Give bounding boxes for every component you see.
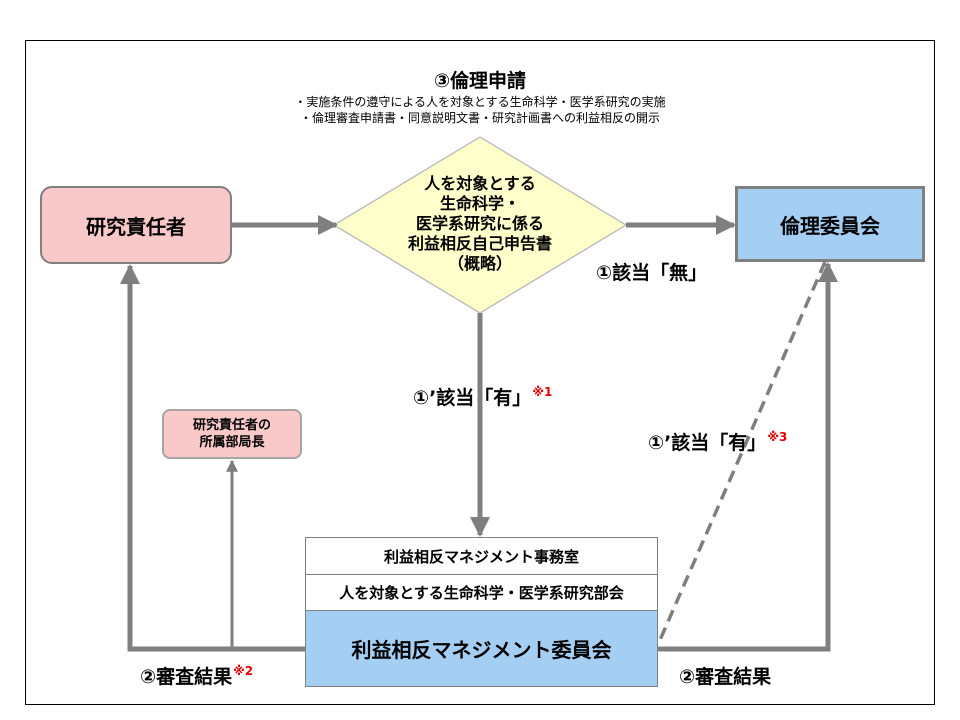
diagram-frame	[25, 40, 935, 705]
declaration-line-2: 生命科学・	[439, 194, 520, 213]
ethics-application-title: ③倫理申請	[433, 70, 527, 92]
declaration-label: 人を対象とする 生命科学・ 医学系研究に係る 利益相反自己申告書 （概略）	[380, 174, 580, 274]
note-mark-1: ※1	[532, 385, 553, 399]
arrow-result-to-researcher	[120, 264, 305, 652]
ethics-application-note-2: ・倫理審査申請書・同意説明文書・研究計画書への利益相反の開示	[299, 111, 660, 125]
note-mark-2: ※2	[233, 664, 254, 678]
researcher-node: 研究責任者	[40, 186, 232, 264]
edge-label-result-left-text: ②審査結果	[140, 666, 233, 688]
note-mark-3: ※3	[767, 430, 788, 444]
coi-subcommittee-label: 人を対象とする生命科学・医学系研究部会	[339, 584, 624, 602]
dashed-link-ethics-to-coi-committee	[658, 261, 827, 641]
dept-head-label-line-2: 所属部局長	[199, 435, 265, 450]
arrow-result-to-ethics-committee	[658, 262, 838, 652]
edge-label-yes-3: ①’該当「有」※3	[648, 428, 787, 455]
coi-office-node: 利益相反マネジメント事務室	[305, 537, 658, 575]
coi-committee-node: 利益相反マネジメント委員会	[305, 611, 658, 687]
ethics-committee-label: 倫理委員会	[780, 213, 880, 238]
edge-label-result-right: ②審査結果	[679, 666, 772, 688]
edge-label-yes-1: ①’該当「有」※1	[413, 383, 552, 410]
declaration-line-5: （概略）	[447, 254, 512, 273]
declaration-line-4: 利益相反自己申告書	[407, 234, 552, 253]
edge-label-yes-3-text: ①’該当「有」	[648, 432, 767, 454]
coi-subcommittee-node: 人を対象とする生命科学・医学系研究部会	[305, 575, 658, 611]
declaration-line-3: 医学系研究に係る	[415, 214, 544, 233]
declaration-line-1: 人を対象とする	[424, 174, 536, 193]
coi-office-label: 利益相反マネジメント事務室	[383, 547, 579, 566]
ethics-committee-node: 倫理委員会	[735, 186, 925, 262]
edge-label-yes-1-text: ①’該当「有」	[413, 387, 532, 409]
edge-label-result-left: ②審査結果※2	[140, 662, 253, 689]
dept-head-node: 研究責任者の 所属部局長	[162, 409, 302, 459]
coi-committee-label: 利益相反マネジメント委員会	[351, 638, 612, 662]
ethics-application-note-1: ・実施条件の遵守による人を対象とする生命科学・医学系研究の実施	[294, 95, 666, 109]
dept-head-label-line-1: 研究責任者の	[192, 418, 271, 433]
researcher-label: 研究責任者	[86, 214, 186, 239]
edge-label-none: ①該当「無」	[596, 262, 708, 284]
